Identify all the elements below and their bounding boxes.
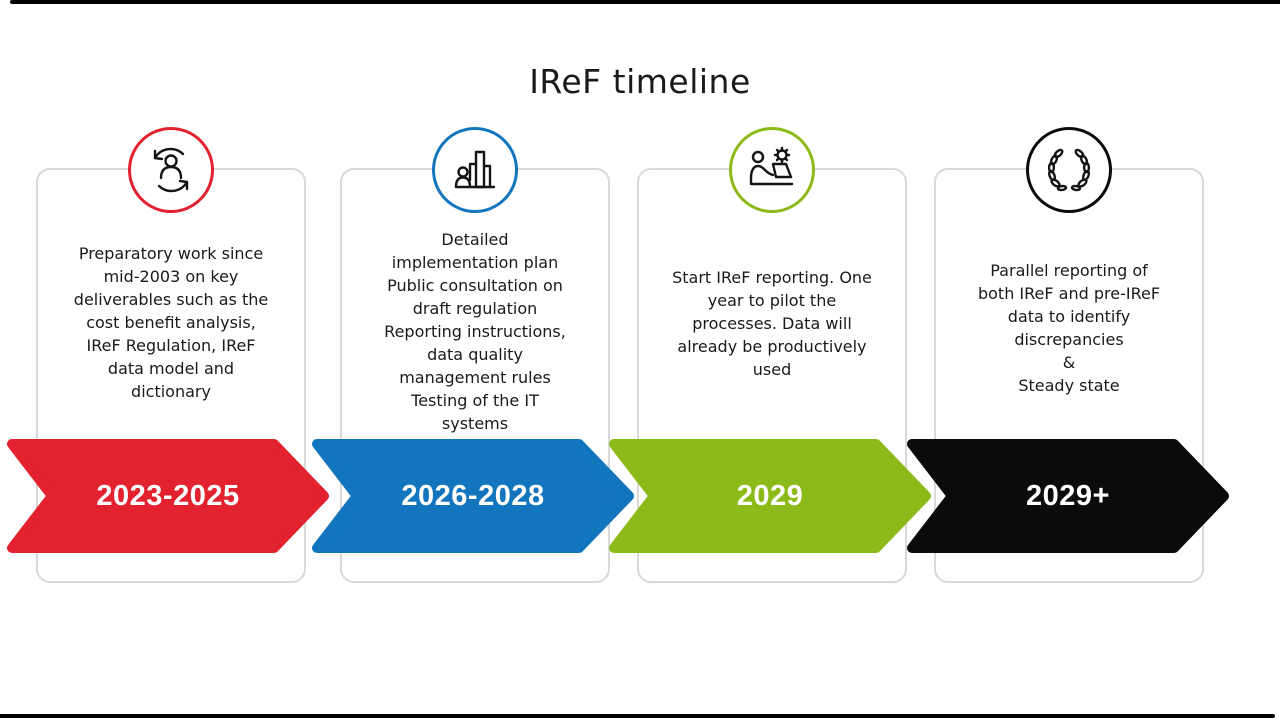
card-description: Preparatory work since mid-2003 on key d… xyxy=(73,244,269,401)
person-laptop-gear-icon xyxy=(729,127,815,213)
slide-border-top xyxy=(10,0,1280,4)
timeline-arrow-phase-3 xyxy=(609,439,931,553)
card-description: Detailed implementation plan Public cons… xyxy=(384,230,566,433)
timeline-arrow-phase-1 xyxy=(7,439,329,553)
period-label: 2023-2025 xyxy=(96,479,240,512)
card-description: Start IReF reporting. One year to pilot … xyxy=(672,268,872,379)
person-sync-icon xyxy=(128,127,214,213)
page-title: IReF timeline xyxy=(529,62,751,101)
timeline-arrow-phase-2 xyxy=(312,439,634,553)
timeline-arrow-phase-4 xyxy=(907,439,1229,553)
person-chart-icon xyxy=(432,127,518,213)
period-label: 2029 xyxy=(736,479,804,512)
period-label: 2029+ xyxy=(1026,479,1110,512)
slide-border-bottom xyxy=(0,714,1275,718)
period-label: 2026-2028 xyxy=(401,479,545,512)
laurel-wreath-icon xyxy=(1026,127,1112,213)
card-description: Parallel reporting of both IReF and pre-… xyxy=(977,261,1161,395)
